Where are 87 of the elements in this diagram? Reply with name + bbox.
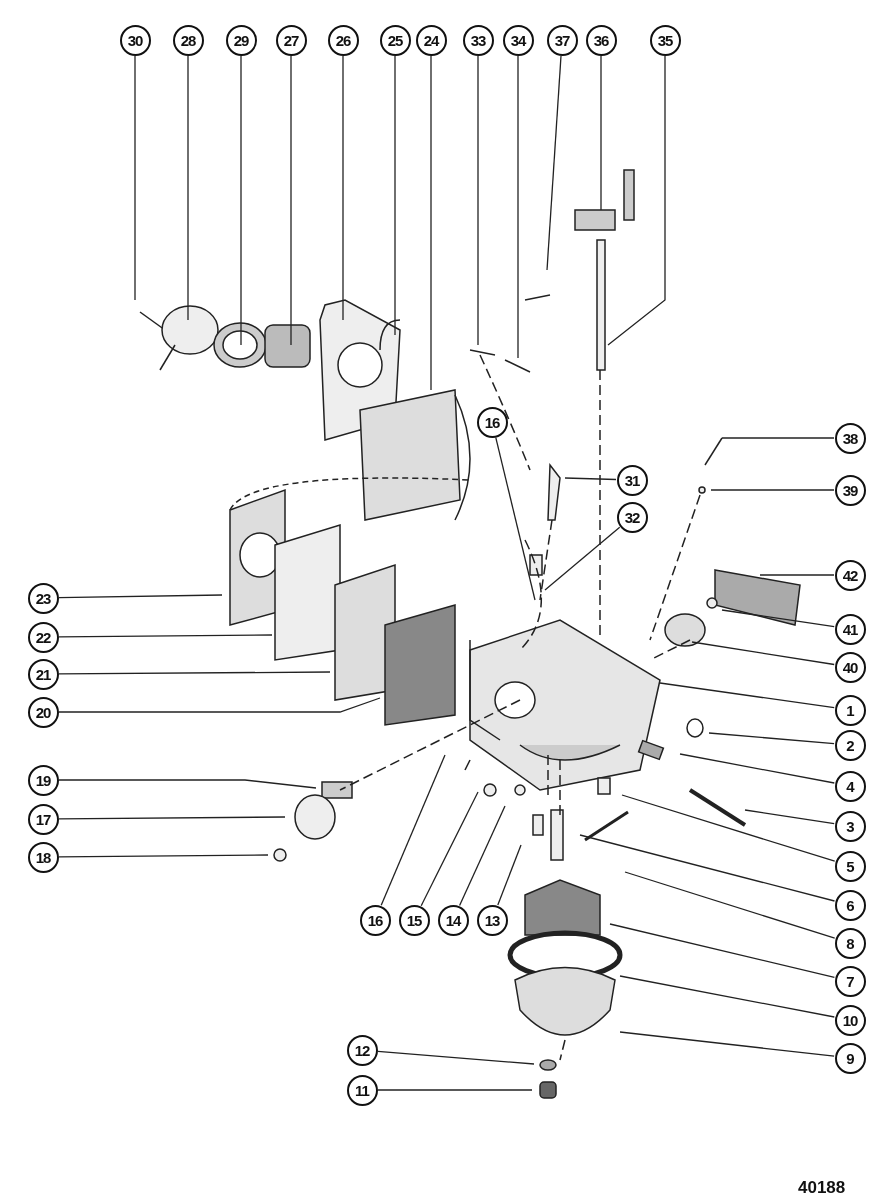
leader-line [58, 816, 286, 820]
leader-line [58, 671, 331, 675]
leader-line [600, 55, 602, 211]
leader-line [759, 574, 835, 576]
leader-line [621, 794, 836, 862]
leader-line [342, 55, 344, 321]
leader-line [377, 1089, 533, 1091]
leader-line [517, 55, 519, 359]
leader-line [240, 55, 242, 346]
leader-line [579, 834, 836, 902]
leader-line [607, 55, 666, 346]
leader-line [290, 55, 292, 346]
callout-number: 2 [834, 729, 866, 761]
leader-line [744, 809, 835, 825]
callout-number: 39 [834, 474, 866, 506]
callout-number: 15 [398, 904, 430, 936]
leader-line [708, 732, 835, 745]
callout-number: 36 [585, 24, 617, 56]
leader-line [721, 437, 835, 439]
leader-line [495, 436, 536, 601]
leader-line [134, 55, 136, 301]
callout-number: 42 [834, 559, 866, 591]
callout-number: 8 [834, 927, 866, 959]
callout-number: 41 [834, 613, 866, 645]
leader-line [187, 55, 189, 321]
callout-number: 40 [834, 651, 866, 683]
callout-number: 3 [834, 810, 866, 842]
callout-number: 23 [27, 582, 59, 614]
callout-number: 5 [834, 850, 866, 882]
callout-number: 6 [834, 889, 866, 921]
leader-line [546, 55, 562, 271]
leader-line [619, 975, 835, 1018]
callout-number: 30 [119, 24, 151, 56]
callout-number: 16 [359, 904, 391, 936]
leader-line [420, 791, 479, 907]
callout-number: 18 [27, 841, 59, 873]
leader-line [394, 55, 396, 336]
callout-number: 13 [476, 904, 508, 936]
callout-number: 16 [476, 406, 508, 438]
callout-number: 25 [379, 24, 411, 56]
callout-number: 4 [834, 770, 866, 802]
callout-number: 9 [834, 1042, 866, 1074]
leader-line [564, 477, 617, 481]
callout-number: 35 [649, 24, 681, 56]
callout-number: 1 [834, 694, 866, 726]
leader-line [58, 779, 317, 789]
leader-line [58, 594, 223, 599]
drawing-number: 40188 [798, 1178, 846, 1198]
callout-number: 28 [172, 24, 204, 56]
callout-number: 31 [616, 464, 648, 496]
callout-number: 24 [415, 24, 447, 56]
leader-line [544, 526, 621, 591]
callout-number: 21 [27, 658, 59, 690]
leader-line [497, 844, 522, 906]
leader-line [609, 923, 836, 978]
leader-line [58, 854, 269, 858]
leader-line [710, 489, 835, 491]
callout-number: 7 [834, 965, 866, 997]
callout-number: 17 [27, 803, 59, 835]
callout-number: 37 [546, 24, 578, 56]
callout-number: 20 [27, 696, 59, 728]
callout-number: 12 [346, 1034, 378, 1066]
callout-number: 22 [27, 621, 59, 653]
leader-line [624, 871, 836, 939]
leader-line [377, 1050, 535, 1065]
leader-line [691, 641, 835, 666]
leader-line [619, 1031, 835, 1057]
callout-number: 19 [27, 764, 59, 796]
leader-line [430, 55, 432, 391]
leader-line [659, 682, 835, 709]
callout-number: 26 [327, 24, 359, 56]
leader-line [477, 55, 479, 346]
callout-number: 34 [502, 24, 534, 56]
leader-line [679, 753, 835, 784]
callout-number: 29 [225, 24, 257, 56]
callout-number: 10 [834, 1004, 866, 1036]
callout-number: 14 [437, 904, 469, 936]
callout-number: 27 [275, 24, 307, 56]
callout-number: 11 [346, 1074, 378, 1106]
leader-line [58, 634, 273, 638]
callout-number: 32 [616, 501, 648, 533]
leader-line [380, 754, 446, 906]
callout-number: 33 [462, 24, 494, 56]
leader-line [58, 697, 381, 713]
callout-number: 38 [834, 422, 866, 454]
leader-line [458, 805, 506, 907]
leader-line [721, 609, 835, 628]
